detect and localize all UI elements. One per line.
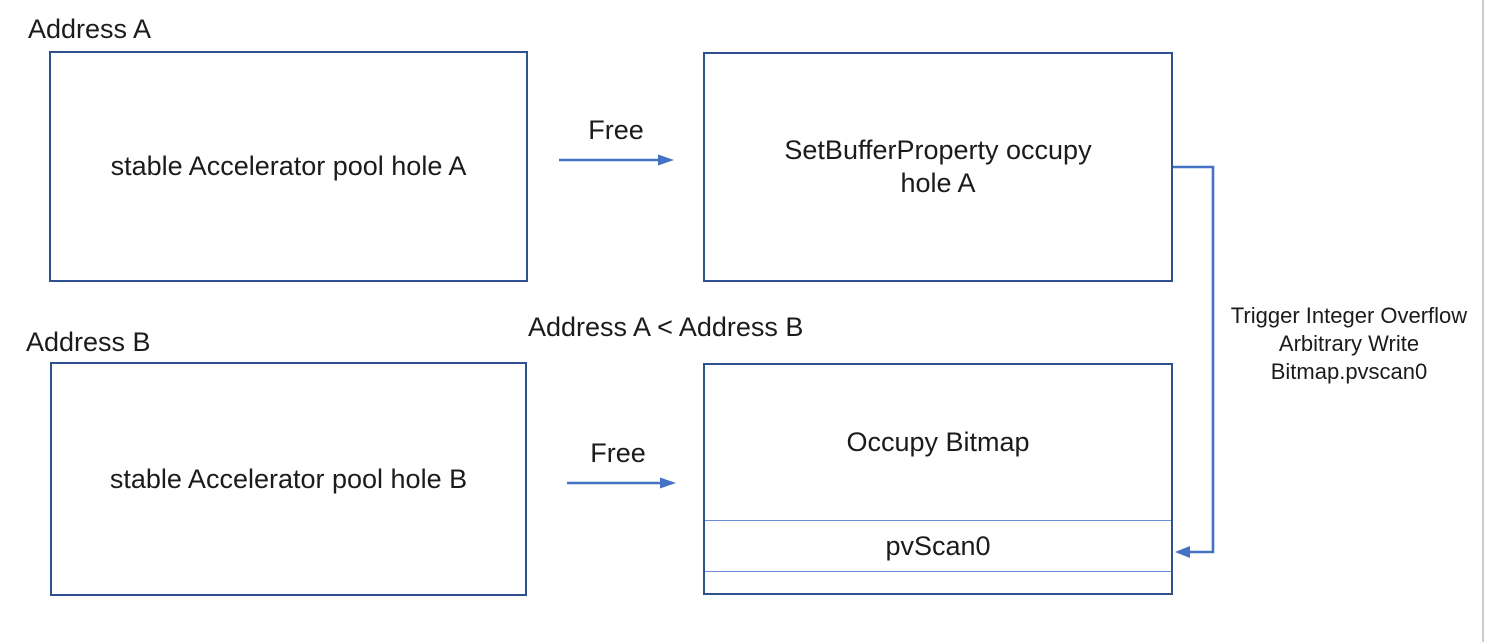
setbufferproperty-box-line2: hole A <box>900 168 976 198</box>
free-step-top: Free <box>556 115 676 168</box>
setbufferproperty-box-line1: SetBufferProperty occupy <box>784 135 1092 165</box>
bitmap-empty-row <box>705 572 1171 593</box>
right-arrow-icon <box>559 154 674 166</box>
pool-hole-a-box: stable Accelerator pool hole A <box>49 51 528 282</box>
pvscan0-row: pvScan0 <box>885 530 991 561</box>
annotation-line2: Arbitrary Write <box>1278 331 1420 356</box>
pool-hole-b-box: stable Accelerator pool hole B <box>50 362 527 596</box>
annotation-line1: Trigger Integer Overflow <box>1230 303 1468 328</box>
annotation-line3: Bitmap.pvscan0 <box>1270 359 1428 384</box>
free-step-bottom: Free <box>558 438 678 491</box>
bitmap-divider-top <box>705 520 1171 521</box>
occupy-bitmap-title: Occupy Bitmap <box>846 427 1030 457</box>
right-arrow-icon <box>567 477 676 489</box>
overflow-connector-arrow-icon <box>1173 165 1215 558</box>
window-edge-divider <box>1482 0 1484 642</box>
pool-hole-a-box-label: stable Accelerator pool hole A <box>110 151 467 181</box>
setbufferproperty-box-label: SetBufferProperty occupy hole A <box>784 134 1091 200</box>
address-b-label: Address B <box>26 327 151 357</box>
overflow-annotation: Trigger Integer Overflow Arbitrary Write… <box>1222 302 1476 386</box>
setbufferproperty-box: SetBufferProperty occupy hole A <box>703 52 1173 282</box>
address-comparison-label: Address A < Address B <box>528 312 804 342</box>
occupy-bitmap-box: Occupy Bitmap pvScan0 <box>703 363 1173 595</box>
free-label-bottom: Free <box>590 438 646 468</box>
free-label-top: Free <box>588 115 644 145</box>
bitmap-divider-bottom <box>705 571 1171 572</box>
address-a-label: Address A <box>28 14 152 44</box>
pool-hole-b-box-label: stable Accelerator pool hole B <box>109 463 468 494</box>
